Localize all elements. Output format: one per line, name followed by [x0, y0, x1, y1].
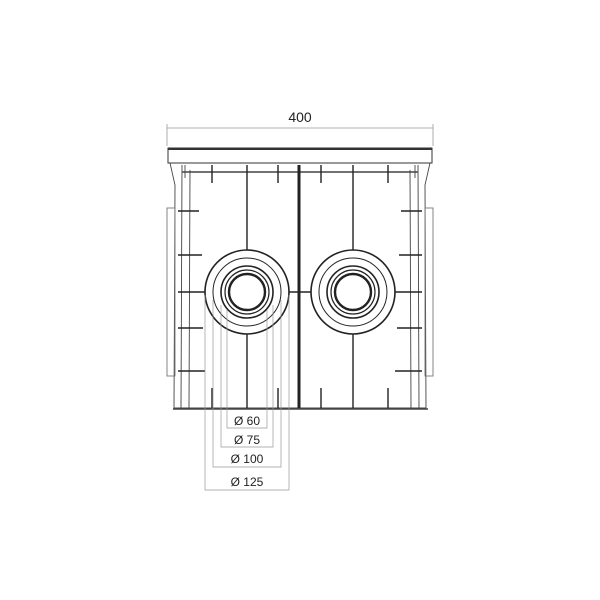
width-dimension	[166, 124, 434, 146]
diameter-75-label: Ø 75	[234, 433, 260, 447]
knockout-hole-right	[310, 249, 396, 335]
diameter-125-label: Ø 125	[231, 475, 264, 489]
box-lid	[167, 147, 433, 164]
knockout-hole-left	[204, 249, 290, 335]
diameter-60-label: Ø 60	[234, 414, 260, 428]
diameter-100-label: Ø 100	[231, 452, 264, 466]
width-label: 400	[288, 109, 312, 125]
stiffening-ribs	[178, 165, 422, 408]
diameter-dimensions	[204, 295, 290, 491]
